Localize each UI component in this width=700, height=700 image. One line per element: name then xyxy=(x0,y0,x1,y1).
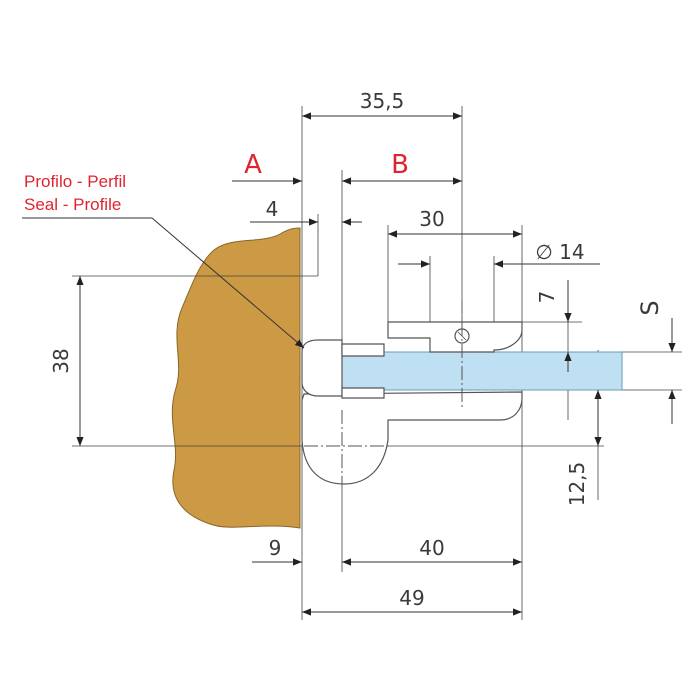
zone-b-label: B xyxy=(391,150,409,180)
dim-9: 9 xyxy=(269,536,282,560)
seal-profile xyxy=(301,339,343,397)
wall-section xyxy=(171,227,301,529)
dim-dia-14: ∅ 14 xyxy=(535,240,584,264)
dim-49: 49 xyxy=(399,586,424,610)
dim-38: 38 xyxy=(49,348,73,373)
dim-35-5: 35,5 xyxy=(360,89,405,113)
callout-line-2: Seal - Profile xyxy=(24,195,121,214)
clamp-lower xyxy=(301,391,523,485)
dim-30: 30 xyxy=(419,207,444,231)
dim-12-5: 12,5 xyxy=(565,462,589,507)
dim-4: 4 xyxy=(266,197,279,221)
glass-panel xyxy=(341,351,623,391)
dim-s: S xyxy=(636,300,664,315)
zone-a-label: A xyxy=(244,150,262,180)
dim-40: 40 xyxy=(419,536,444,560)
dim-7: 7 xyxy=(535,291,559,304)
callout-line-1: Profilo - Perfil xyxy=(24,172,126,191)
